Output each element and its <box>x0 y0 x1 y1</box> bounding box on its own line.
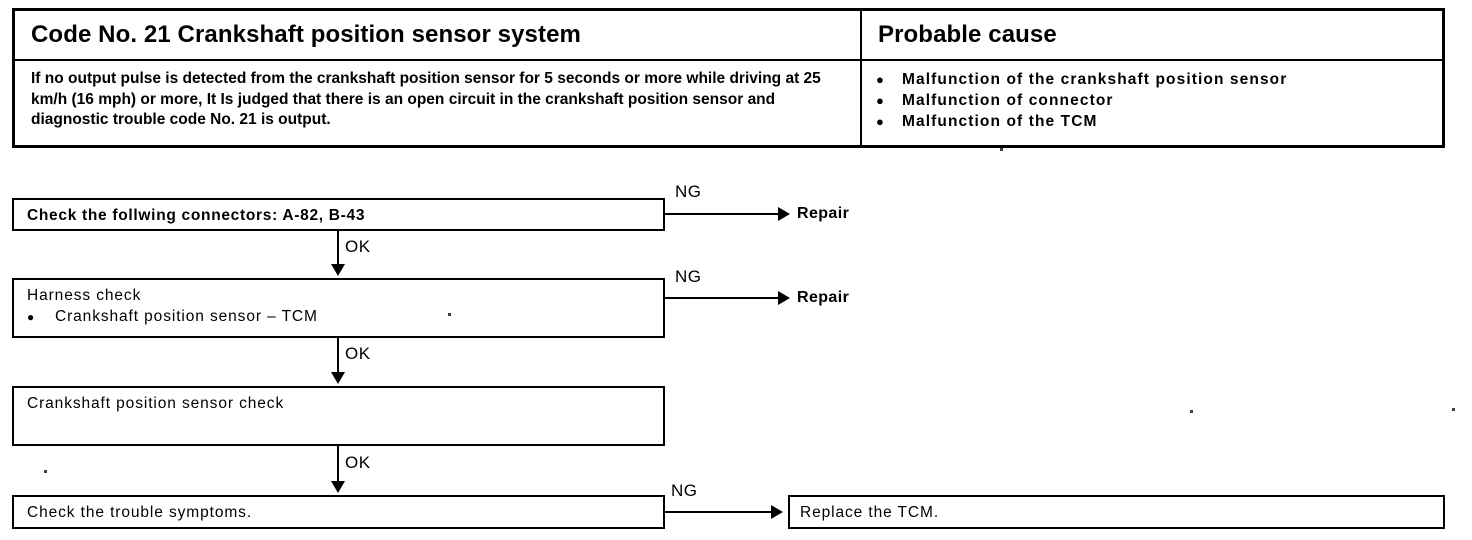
ng-line-step2 <box>665 297 787 299</box>
ng-arrow-step4 <box>771 505 783 519</box>
probable-cause-text: Malfunction of connector <box>902 92 1114 109</box>
flow-step-subitem: ● Crankshaft position sensor – TCM <box>27 306 663 328</box>
probable-cause-item: ● Malfunction of connector <box>876 90 1432 111</box>
ng-label-step4: NG <box>671 481 698 500</box>
ng-arrow-step2 <box>778 291 790 305</box>
flow-step-title: Check the trouble symptoms. <box>27 504 253 521</box>
flow-step-check-connectors: Check the follwing connectors: A-82, B-4… <box>12 198 665 231</box>
flow-step-title: Crankshaft position sensor check <box>27 395 285 412</box>
ng-target-repair-step1: Repair <box>797 205 850 222</box>
ng-arrow-step1 <box>778 207 790 221</box>
probable-cause-text: Malfunction of the crankshaft position s… <box>902 71 1288 88</box>
ng-label-step1: NG <box>675 182 702 201</box>
bullet-icon: ● <box>876 93 884 108</box>
probable-cause-item: ● Malfunction of the TCM <box>876 111 1432 132</box>
ng-label-step2: NG <box>675 267 702 286</box>
scan-speck <box>448 313 451 316</box>
table-header-row: Code No. 21 Crankshaft position sensor s… <box>15 11 1442 61</box>
ng-target-repair-step2: Repair <box>797 289 850 306</box>
table-body-row: If no output pulse is detected from the … <box>15 61 1442 145</box>
ok-arrow-step3 <box>331 481 345 493</box>
ok-label-step3: OK <box>345 453 371 472</box>
ok-label-step2: OK <box>345 344 371 363</box>
ok-label-step1: OK <box>345 237 371 256</box>
flow-step-subitem-text: Crankshaft position sensor – TCM <box>55 308 318 325</box>
ng-line-step1 <box>665 213 787 215</box>
ok-line-step1 <box>337 231 339 267</box>
ok-line-step2 <box>337 338 339 374</box>
ng-line-step4 <box>665 511 775 513</box>
bullet-icon: ● <box>876 72 884 87</box>
table-header-code: Code No. 21 Crankshaft position sensor s… <box>15 11 862 59</box>
flow-step-title: Harness check <box>27 287 142 304</box>
ok-arrow-step2 <box>331 372 345 384</box>
flow-step-harness-check: Harness check ● Crankshaft position sens… <box>12 278 665 338</box>
flow-step-title: Check the follwing connectors: A-82, B-4… <box>27 207 366 224</box>
flow-step-trouble-symptoms: Check the trouble symptoms. <box>12 495 665 529</box>
table-header-cause: Probable cause <box>878 21 1057 48</box>
ok-line-step3 <box>337 446 339 483</box>
scan-speck <box>1452 408 1455 411</box>
flow-step-sensor-check: Crankshaft position sensor check <box>12 386 665 446</box>
probable-cause-text: Malfunction of the TCM <box>902 113 1098 130</box>
flow-final-replace-tcm: Replace the TCM. <box>788 495 1445 529</box>
code-description: If no output pulse is detected from the … <box>15 61 862 145</box>
dtc-table: Code No. 21 Crankshaft position sensor s… <box>12 8 1445 148</box>
ok-arrow-step1 <box>331 264 345 276</box>
probable-cause-list: ● Malfunction of the crankshaft position… <box>862 61 1442 145</box>
scan-speck <box>1000 148 1003 151</box>
bullet-icon: ● <box>876 114 884 129</box>
scan-speck <box>1190 410 1193 413</box>
bullet-icon: ● <box>27 310 36 324</box>
probable-cause-item: ● Malfunction of the crankshaft position… <box>876 69 1432 90</box>
flow-final-title: Replace the TCM. <box>800 504 940 521</box>
scan-speck <box>44 470 47 473</box>
